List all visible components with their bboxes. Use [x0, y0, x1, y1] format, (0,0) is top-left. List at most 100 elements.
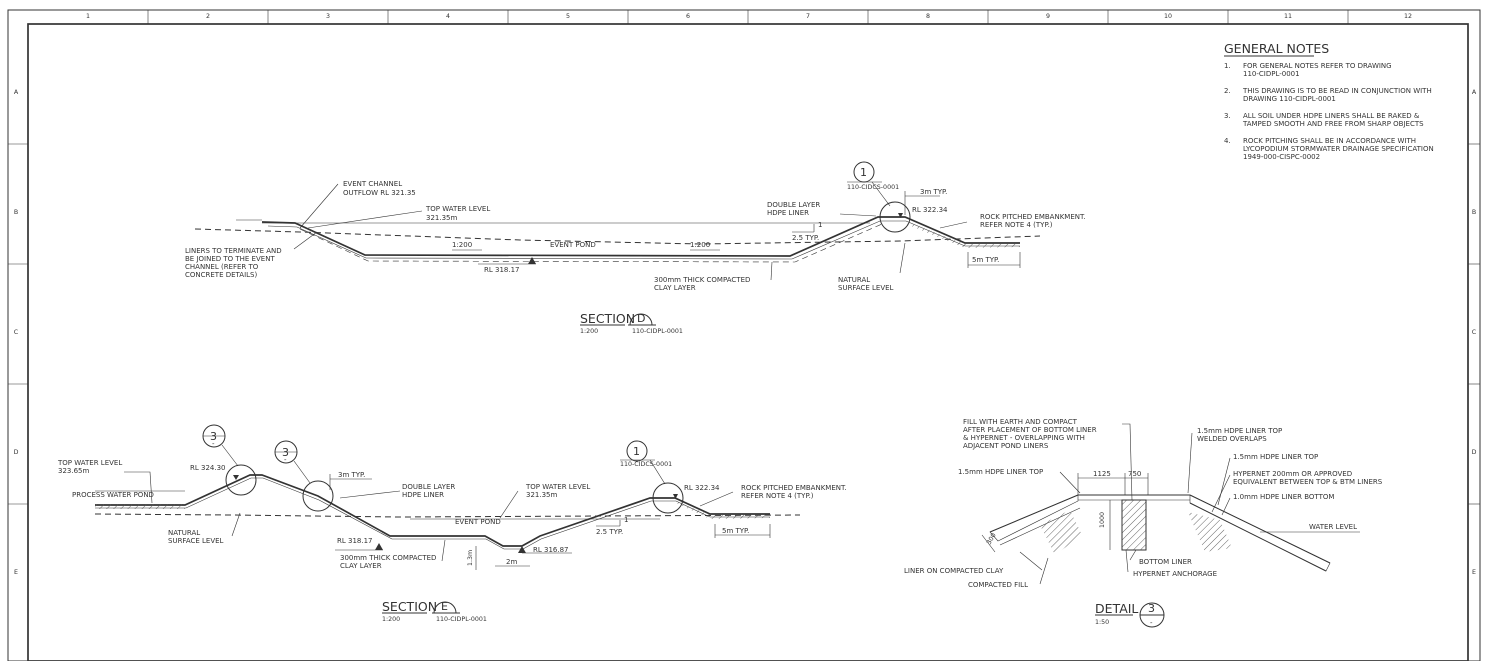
label-rl-bottom: RL 318.17 — [484, 266, 519, 274]
label-double-layer: DOUBLE LAYER — [767, 201, 820, 209]
note-number: 1. — [1224, 62, 1231, 70]
label-rl-left: RL 324.30 — [190, 464, 225, 472]
label-welded-2: WELDED OVERLAPS — [1197, 435, 1267, 443]
section-e-title: SECTION 1:200 E 110-CIDPL-0001 — [382, 599, 487, 623]
note-line: ROCK PITCHING SHALL BE IN ACCORDANCE WIT… — [1243, 137, 1416, 145]
label-surface-level: SURFACE LEVEL — [838, 284, 894, 292]
dim-1000: 1000 — [1099, 512, 1106, 528]
label-clay-layer: 300mm THICK COMPACTED — [340, 554, 436, 562]
callout-ref: 110-CIDCS-0001 — [847, 184, 899, 191]
detail-circle — [652, 482, 684, 514]
note-number: 3. — [1224, 112, 1231, 120]
label-top-water-level-value: 321.35m — [426, 214, 457, 222]
detail-circle — [225, 464, 257, 496]
column-label: 5 — [566, 13, 570, 20]
section-scale: 1:200 — [580, 328, 598, 335]
rl-marker — [528, 257, 536, 264]
callout-ref: - — [212, 440, 215, 448]
row-label: A — [14, 89, 19, 96]
label-bottom-liner: BOTTOM LINER — [1139, 558, 1192, 566]
label-fill-4: ADJACENT POND LINERS — [963, 442, 1049, 450]
callout-number: 1 — [860, 166, 867, 179]
detail-3: FILL WITH EARTH AND COMPACT AFTER PLACEM… — [904, 418, 1383, 628]
label-fill-3: & HYPERNET - OVERLAPPING WITH — [963, 434, 1085, 442]
label-refer-note: REFER NOTE 4 (TYP.) — [980, 221, 1053, 229]
note-line: 110-CIDPL-0001 — [1243, 70, 1300, 78]
label-clay-layer-2: CLAY LAYER — [654, 284, 696, 292]
label-liner-bottom: 1.0mm HDPE LINER BOTTOM — [1233, 493, 1334, 501]
label-hypernet-2: EQUIVALENT BETWEEN TOP & BTM LINERS — [1233, 478, 1383, 486]
label-natural: NATURAL — [838, 276, 870, 284]
label-slope-left: 1:200 — [452, 241, 472, 249]
note-line: DRAWING 110-CIDPL-0001 — [1243, 95, 1336, 103]
callout-number: 1 — [633, 445, 640, 458]
label-welded-overlaps: 1.5mm HDPE LINER TOP — [1197, 427, 1282, 435]
label-liners-terminate-2: BE JOINED TO THE EVENT — [185, 255, 275, 263]
detail-circle — [302, 480, 334, 512]
label-sump-width: 2m — [506, 558, 517, 566]
column-label: 12 — [1404, 13, 1412, 20]
section-e: TOP WATER LEVEL 323.65m RL 324.30 PROCES… — [57, 424, 847, 623]
note-line: THIS DRAWING IS TO BE READ IN CONJUNCTIO… — [1242, 87, 1432, 95]
label-fill-2: AFTER PLACEMENT OF BOTTOM LINER — [963, 426, 1097, 434]
row-label: C — [1472, 329, 1477, 336]
section-d-title: SECTION 1:200 D 110-CIDPL-0001 — [580, 311, 683, 335]
label-liner-top-right: 1.5mm HDPE LINER TOP — [1233, 453, 1318, 461]
label-hdpe-liner: HDPE LINER — [767, 209, 809, 217]
section-letter: D — [637, 312, 645, 325]
callout-ref: 110-CIDCS-0001 — [620, 461, 672, 468]
water-level-marker — [898, 213, 903, 218]
label-clay-layer: 300mm THICK COMPACTED — [654, 276, 750, 284]
column-label: 2 — [206, 13, 210, 20]
column-label: 3 — [326, 13, 330, 20]
note-item-1: 1. FOR GENERAL NOTES REFER TO DRAWING 11… — [1224, 62, 1392, 78]
label-liner-on-clay: LINER ON COMPACTED CLAY — [904, 567, 1004, 575]
section-title: SECTION — [382, 599, 437, 614]
section-ref: 110-CIDPL-0001 — [436, 616, 487, 623]
label-top-water-level: TOP WATER LEVEL — [525, 483, 590, 491]
label-hypernet-anchorage: HYPERNET ANCHORAGE — [1133, 570, 1217, 578]
note-line: TAMPED SMOOTH AND FREE FROM SHARP OBJECT… — [1242, 120, 1424, 128]
row-label: B — [14, 209, 18, 216]
label-rock-pitched: ROCK PITCHED EMBANKMENT. — [741, 484, 847, 492]
label-water-level: WATER LEVEL — [1309, 523, 1357, 531]
label-rl-crest: RL 322.34 — [684, 484, 720, 492]
note-item-2: 2. THIS DRAWING IS TO BE READ IN CONJUNC… — [1224, 87, 1432, 103]
dim-750: 750 — [1128, 470, 1141, 478]
label-top-water-level-left: TOP WATER LEVEL — [57, 459, 122, 467]
row-label: C — [14, 329, 19, 336]
column-label: 6 — [686, 13, 690, 20]
note-line: FOR GENERAL NOTES REFER TO DRAWING — [1243, 62, 1392, 70]
label-5m-typ: 5m TYP. — [972, 256, 999, 264]
label-top-water-level: TOP WATER LEVEL — [425, 205, 490, 213]
label-liners-terminate-3: CHANNEL (REFER TO — [185, 263, 259, 271]
column-label: 8 — [926, 13, 930, 20]
label-refer-note: REFER NOTE 4 (TYP.) — [741, 492, 814, 500]
detail-ref: - — [1150, 619, 1153, 627]
column-label: 4 — [446, 13, 450, 20]
label-rock-pitched: ROCK PITCHED EMBANKMENT. — [980, 213, 1086, 221]
pond-liner-profile — [261, 216, 1020, 257]
callout-number: 3 — [210, 430, 217, 443]
row-label: D — [14, 449, 19, 456]
column-label: 10 — [1164, 13, 1172, 20]
note-number: 2. — [1224, 87, 1231, 95]
section-scale: 1:200 — [382, 616, 400, 623]
row-label: E — [14, 569, 18, 576]
section-d: EVENT CHANNEL OUTFLOW RL 321.35 TOP WATE… — [185, 161, 1086, 335]
note-item-3: 3. ALL SOIL UNDER HDPE LINERS SHALL BE R… — [1224, 112, 1424, 128]
natural-surface-line — [94, 513, 801, 518]
label-hdpe-liner: HDPE LINER — [402, 491, 444, 499]
label-3m-typ: 3m TYP. — [920, 188, 947, 196]
label-process-water-pond: PROCESS WATER POND — [72, 491, 154, 499]
section-letter: E — [441, 600, 448, 613]
label-batter-1: 1 — [624, 516, 628, 524]
column-label: 1 — [86, 13, 90, 20]
label-rl-sump: RL 316.87 — [533, 546, 568, 554]
label-event-pond: EVENT POND — [455, 518, 501, 526]
detail-scale: 1:50 — [1095, 619, 1109, 626]
rock-pitching — [676, 502, 770, 519]
